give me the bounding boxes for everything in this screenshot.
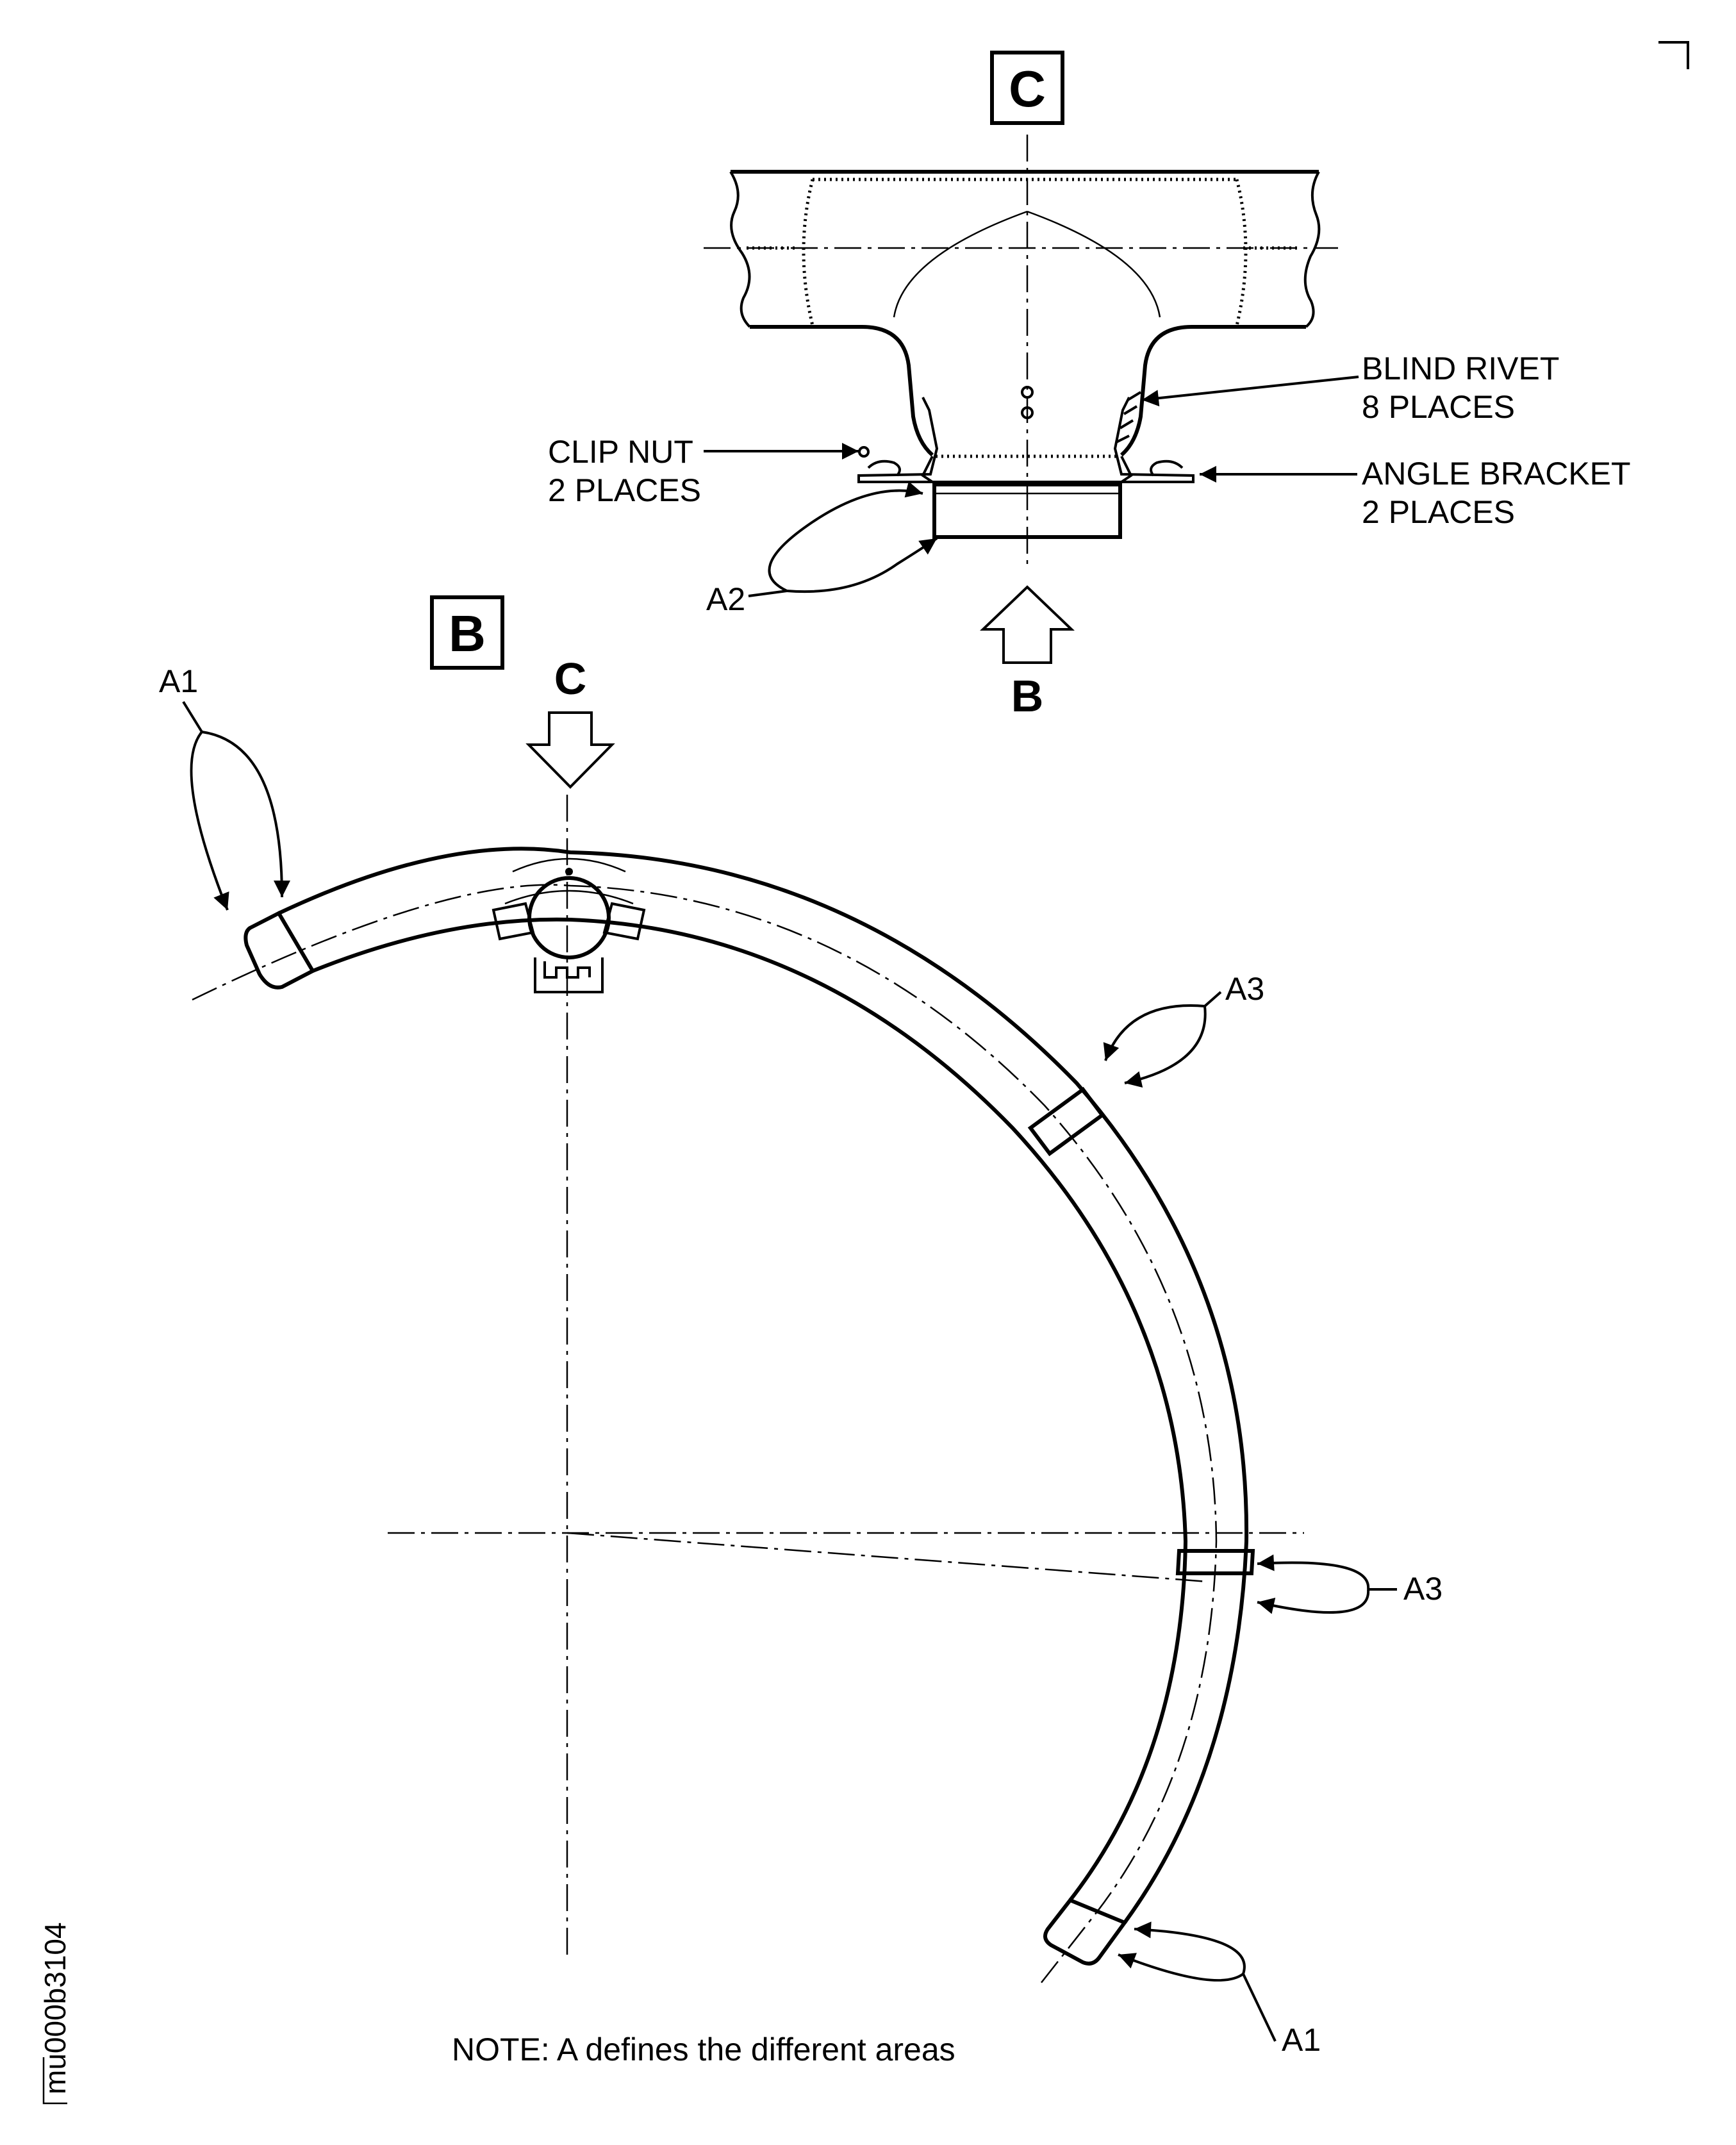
note-text: NOTE: A defines the different areas: [452, 2032, 955, 2067]
tee-duct-bottom-right: [1120, 325, 1306, 457]
duct-end-cap-top: [244, 911, 316, 990]
area-a3-upper-loop: [1103, 1004, 1205, 1061]
view-b-title-box: [430, 595, 504, 670]
label-clip-nut: CLIP NUT: [548, 434, 693, 470]
label-view-arrow-c: C: [554, 654, 587, 704]
rivet-symbol-2: [1021, 406, 1034, 419]
view-arrow-b: [980, 585, 1075, 664]
label-area-a1-bottom: A1: [1282, 2022, 1321, 2058]
leader-a1-bottom: [1242, 1973, 1277, 2042]
drawing-code: mu000b3104: [38, 1922, 72, 2094]
area-a1-top-loop-return: [201, 731, 290, 898]
duct-arc-centerline: [192, 884, 1218, 1987]
leader-a3-upper: [1203, 991, 1222, 1007]
angle-bracket-left: [857, 397, 942, 483]
label-area-a3-upper: A3: [1225, 971, 1264, 1007]
tee-mount-clip: [543, 961, 591, 979]
duct-arc-outer-wall: [277, 847, 1249, 1924]
clip-nut-left: [867, 460, 901, 477]
tee-connection: [492, 857, 646, 993]
tee-mount-plate: [534, 957, 604, 993]
label-area-a3-lower: A3: [1403, 1571, 1443, 1607]
code-bracket: [42, 2057, 67, 2105]
label-area-a2: A2: [706, 581, 745, 617]
view-c: C: [548, 51, 1631, 721]
label-blind-rivet: BLIND RIVET: [1362, 351, 1559, 386]
leader-a2: [748, 590, 788, 597]
label-angle-bracket: ANGLE BRACKET: [1362, 456, 1631, 492]
label-area-a1-top: A1: [159, 663, 198, 699]
area-a3-lower-loop: [1257, 1554, 1370, 1590]
weld-seam-right: [1235, 179, 1248, 326]
branch-intersection-curve-left: [893, 210, 1028, 318]
tee-duct-left-break: [729, 170, 751, 328]
label-clip-nut-places: 2 PLACES: [548, 472, 701, 508]
tee-duct-right-break: [1303, 171, 1321, 328]
label-view-arrow-b: B: [1011, 671, 1044, 721]
view-arrow-c: [525, 711, 615, 789]
clip-nut-right: [1150, 460, 1184, 477]
leader-a1-top: [182, 700, 203, 733]
area-a1-top-loop: [190, 731, 229, 911]
weld-seam-left: [802, 179, 814, 326]
branch-intersection-curve-right: [1027, 210, 1161, 318]
area-a3-upper-loop-return: [1124, 1006, 1207, 1088]
tee-saddle: [504, 857, 634, 905]
tee-bracket-left: [492, 902, 535, 941]
view-b-title: B: [449, 605, 486, 662]
area-a2-loop-return: [786, 537, 938, 593]
leader-blind-rivet: [1141, 376, 1359, 407]
duct-arc-inner-wall: [311, 917, 1188, 1901]
view-c-title-box: [990, 51, 1064, 125]
rivet-symbol-1: [1021, 386, 1034, 399]
area-a3-lower-loop-return: [1257, 1589, 1370, 1614]
band-a3-lower: [1175, 1549, 1255, 1575]
outlet-spigot: [932, 483, 1122, 539]
area-a1-bottom-loop: [1134, 1921, 1246, 1975]
angle-bracket-right: [1112, 397, 1195, 483]
tee-duct-bottom-left: [750, 325, 934, 457]
label-blind-rivet-places: 8 PLACES: [1362, 389, 1515, 425]
clip-nut-screw: [858, 446, 870, 458]
tee-bracket-right: [602, 902, 646, 941]
view-b-radial-centerline: [566, 1532, 1209, 1583]
band-a3-upper: [1027, 1086, 1105, 1157]
view-b: B C A1: [159, 595, 1443, 2058]
blind-rivets-right: [1116, 391, 1142, 443]
collar-right: [1120, 456, 1133, 483]
view-c-title: C: [1009, 60, 1046, 117]
area-a1-bottom-loop-return: [1118, 1953, 1244, 1982]
crop-mark: [1658, 41, 1689, 69]
label-angle-bracket-places: 2 PLACES: [1362, 494, 1515, 530]
area-a2-loop: [768, 481, 923, 592]
tee-center-dot: [565, 868, 573, 875]
duct-end-cap-bottom: [1043, 1898, 1128, 1966]
